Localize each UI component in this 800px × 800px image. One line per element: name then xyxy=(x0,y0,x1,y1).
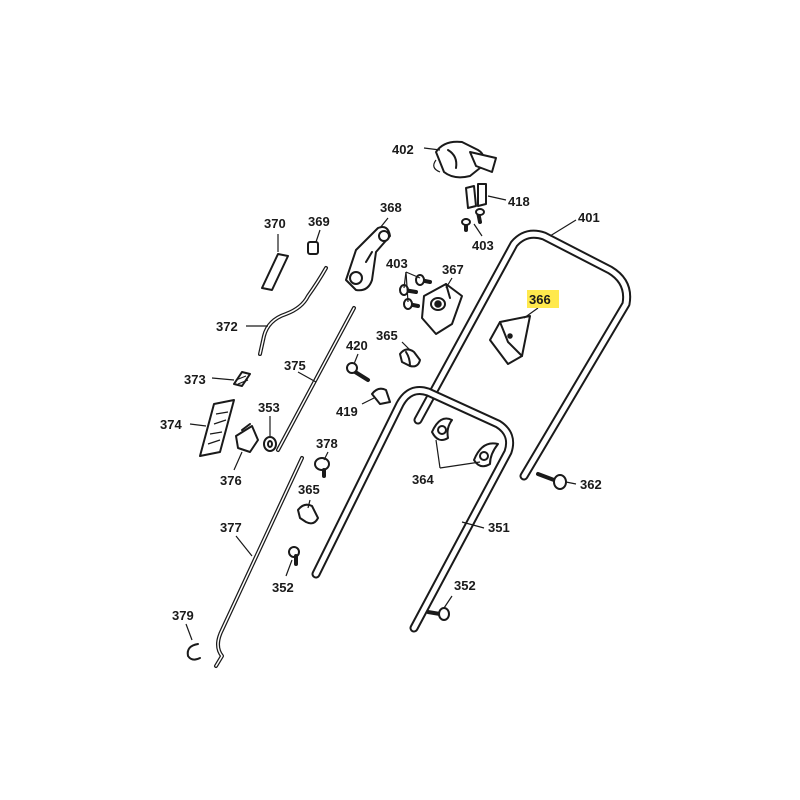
callout-377: 377 xyxy=(220,520,242,535)
part-403-screws-top xyxy=(461,208,485,232)
callout-402: 402 xyxy=(392,142,414,157)
callout-364: 364 xyxy=(412,472,434,487)
part-366-cable-guide xyxy=(489,315,531,365)
callout-352-left: 352 xyxy=(272,580,294,595)
callout-365-lower: 365 xyxy=(298,482,320,497)
part-352-bolt-right xyxy=(426,607,450,621)
part-369-bushing xyxy=(307,241,319,255)
callout-403-top: 403 xyxy=(472,238,494,253)
part-370-sleeve xyxy=(261,253,289,291)
callout-labels: 402 418 403 370 369 368 401 403 367 366 … xyxy=(160,142,602,623)
callout-372: 372 xyxy=(216,319,238,334)
part-365-clip-upper xyxy=(399,348,421,368)
callout-420: 420 xyxy=(346,338,368,353)
callout-370: 370 xyxy=(264,216,286,231)
callout-378: 378 xyxy=(316,436,338,451)
part-418-clip xyxy=(465,183,487,209)
callout-418: 418 xyxy=(508,194,530,209)
part-378-screw xyxy=(314,457,330,478)
part-367-bracket xyxy=(421,283,463,335)
part-364-wing-knobs xyxy=(431,417,499,468)
callout-419: 419 xyxy=(336,404,358,419)
callout-401: 401 xyxy=(578,210,600,225)
callout-352-right: 352 xyxy=(454,578,476,593)
callout-403-middle: 403 xyxy=(386,256,408,271)
part-402-switch-box xyxy=(433,140,497,179)
callout-368: 368 xyxy=(380,200,402,215)
callout-373: 373 xyxy=(184,372,206,387)
callout-369: 369 xyxy=(308,214,330,229)
callout-379: 379 xyxy=(172,608,194,623)
part-351-lower-handle xyxy=(311,386,515,633)
callout-353: 353 xyxy=(258,400,280,415)
leader-lines xyxy=(185,147,577,641)
part-376-clamp xyxy=(235,423,259,453)
part-352-screw-left xyxy=(288,546,300,566)
part-375-long-rod xyxy=(276,306,356,452)
callout-351: 351 xyxy=(488,520,510,535)
part-353-washer xyxy=(263,436,277,452)
part-373-spring xyxy=(233,371,251,387)
part-372-cable-rod xyxy=(258,266,328,356)
callout-365-upper: 365 xyxy=(376,328,398,343)
part-362-bolt xyxy=(536,472,567,490)
highlight-366 xyxy=(527,290,559,308)
part-420-bolt xyxy=(346,362,370,382)
part-379-c-clip xyxy=(186,643,201,661)
part-365-clip-lower xyxy=(297,503,319,525)
part-419-clip xyxy=(371,387,391,405)
part-368-lever-bracket xyxy=(345,226,391,292)
part-401-upper-handle xyxy=(413,229,632,481)
callout-366: 366 xyxy=(529,292,551,307)
part-374-grip xyxy=(199,399,235,457)
callout-374: 374 xyxy=(160,417,182,432)
callout-367: 367 xyxy=(442,262,464,277)
part-377-long-rod xyxy=(214,456,304,668)
callout-376: 376 xyxy=(220,473,242,488)
callout-362: 362 xyxy=(580,477,602,492)
callout-375: 375 xyxy=(284,358,306,373)
